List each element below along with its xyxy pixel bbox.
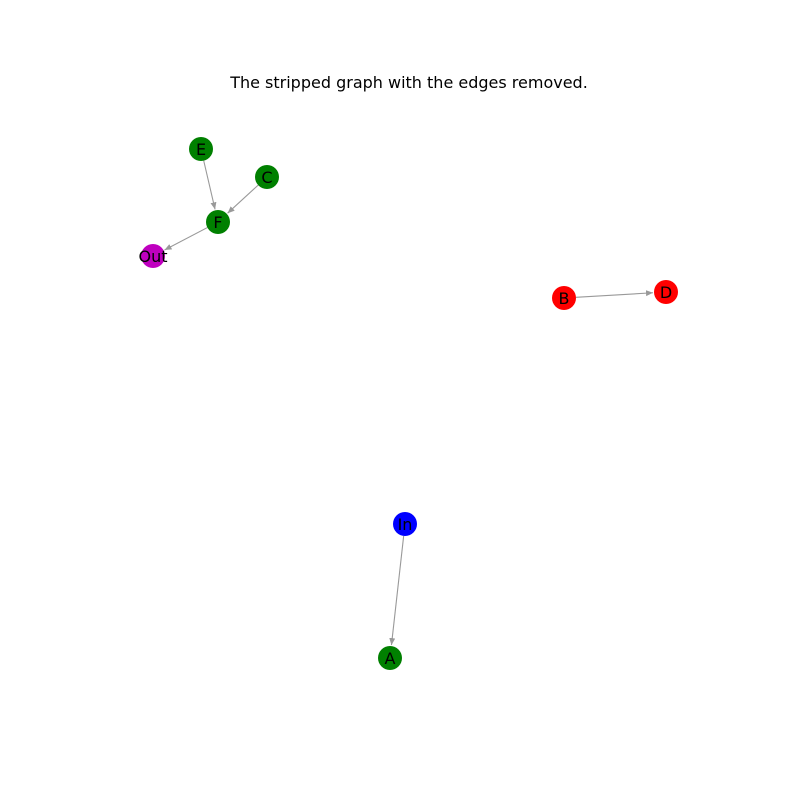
node-c: C bbox=[255, 165, 279, 189]
edge-in-to-a bbox=[389, 535, 405, 646]
node-label-d: D bbox=[660, 283, 672, 302]
node-circle-in bbox=[393, 512, 417, 536]
node-circle-e bbox=[189, 137, 213, 161]
node-circle-c bbox=[255, 165, 279, 189]
node-out: Out bbox=[138, 244, 168, 268]
node-label-in: In bbox=[398, 515, 413, 534]
node-label-e: E bbox=[196, 140, 206, 159]
edge-c-to-f bbox=[227, 184, 259, 214]
node-in: In bbox=[393, 512, 417, 536]
node-f: F bbox=[206, 210, 230, 234]
node-circle-a bbox=[378, 646, 402, 670]
node-label-f: F bbox=[213, 213, 222, 232]
edge-b-to-d bbox=[575, 290, 654, 298]
node-circle-out bbox=[141, 244, 165, 268]
node-label-c: C bbox=[261, 168, 272, 187]
node-d: D bbox=[654, 280, 678, 304]
node-a: A bbox=[378, 646, 402, 670]
node-circle-b bbox=[552, 286, 576, 310]
node-label-out: Out bbox=[138, 247, 167, 266]
graph-title: The stripped graph with the edges remove… bbox=[229, 73, 588, 92]
node-b: B bbox=[552, 286, 576, 310]
node-label-b: B bbox=[559, 289, 570, 308]
node-e: E bbox=[189, 137, 213, 161]
edges-layer bbox=[164, 160, 654, 646]
node-circle-d bbox=[654, 280, 678, 304]
edge-e-to-f bbox=[203, 160, 217, 210]
node-circle-f bbox=[206, 210, 230, 234]
edge-f-to-out bbox=[164, 227, 208, 251]
node-label-a: A bbox=[385, 649, 396, 668]
